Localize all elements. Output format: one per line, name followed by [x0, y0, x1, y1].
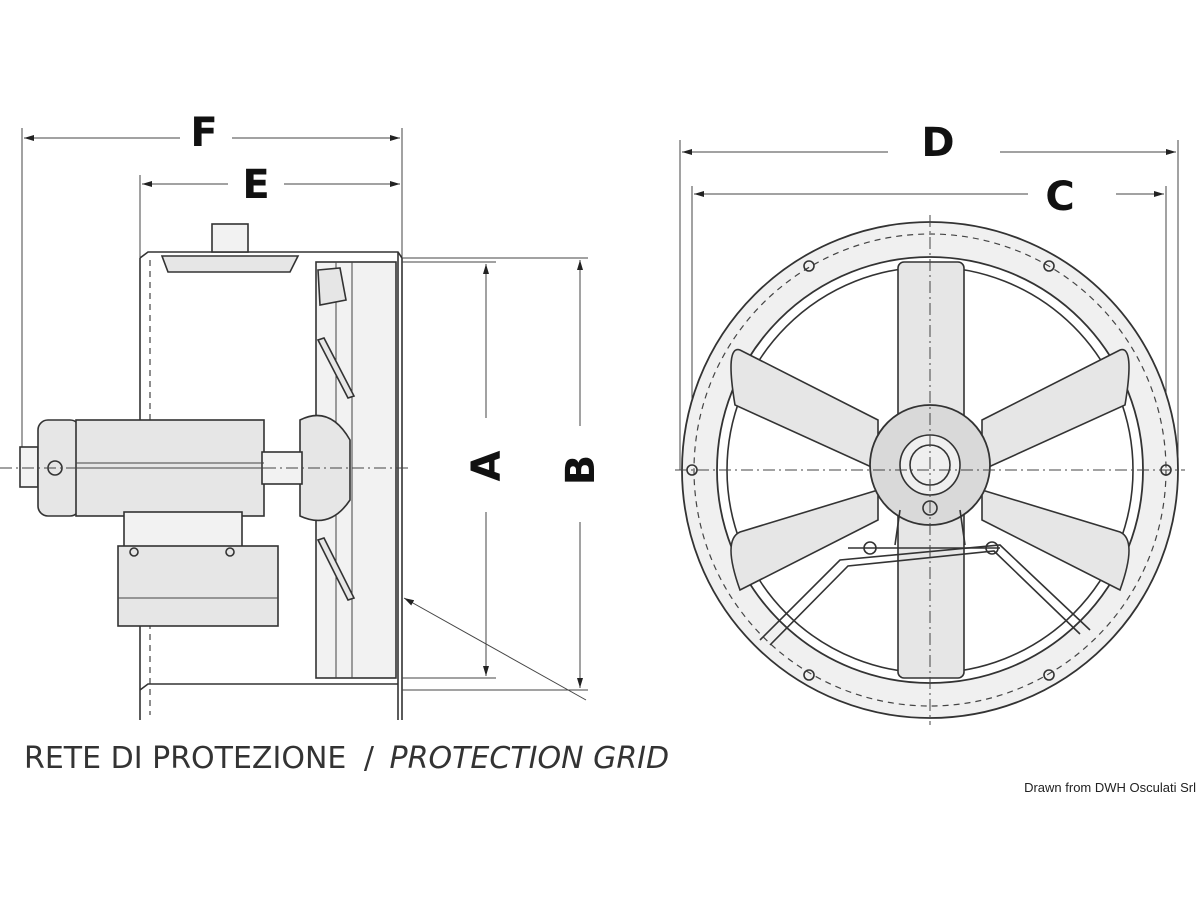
dimension-label-c: C — [1045, 174, 1074, 220]
front-view: D C — [675, 120, 1185, 725]
credit-text: Drawn from DWH Osculati Srl — [1024, 780, 1196, 795]
side-view: F E — [0, 110, 604, 720]
fan-casing — [139, 223, 403, 720]
impeller-side — [299, 261, 397, 679]
dimension-f: F — [21, 110, 403, 480]
dimension-b: B — [402, 257, 604, 691]
caption-italian: RETE DI PROTEZIONE — [24, 741, 346, 776]
dimension-e: E — [139, 162, 400, 258]
caption: RETE DI PROTEZIONE / PROTECTION GRID — [24, 741, 669, 776]
dimension-c: C — [691, 174, 1167, 470]
fan-blades — [730, 261, 1130, 679]
motor — [0, 419, 412, 627]
caption-english: PROTECTION GRID — [390, 741, 670, 776]
dimension-a: A — [402, 261, 510, 679]
protection-grid-leader — [403, 597, 587, 701]
dimension-label-b: B — [558, 455, 604, 486]
caption-separator: / — [364, 741, 375, 776]
center-lines — [675, 215, 1185, 725]
dimension-label-a: A — [464, 450, 510, 481]
dimension-label-f: F — [190, 110, 217, 156]
dimension-label-d: D — [921, 120, 954, 166]
motor-bracket — [759, 509, 1091, 646]
dimension-d: D — [679, 120, 1179, 470]
dimension-label-e: E — [242, 162, 269, 208]
